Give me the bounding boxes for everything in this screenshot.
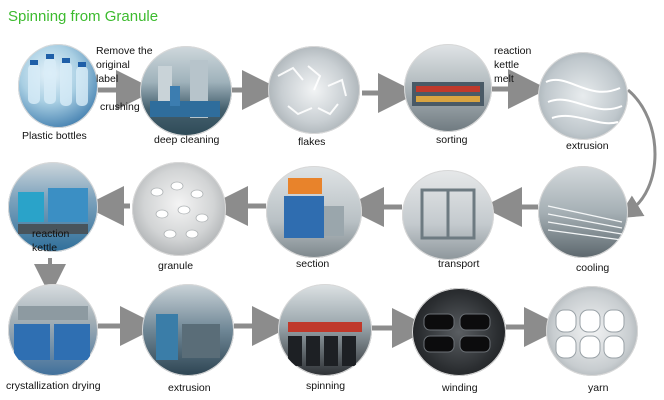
step-label-deep-cleaning: deep cleaning xyxy=(154,134,220,146)
reaction-kettle-photo xyxy=(8,162,98,252)
page-title: Spinning from Granule xyxy=(8,8,159,25)
step-label-yarn: yarn xyxy=(588,382,609,394)
step-label-reaction: reaction xyxy=(32,228,70,240)
note-crushing: crushing xyxy=(100,101,140,113)
step-label-cooling: cooling xyxy=(576,262,610,274)
step-label-flakes: flakes xyxy=(298,136,326,148)
extrusion-fibers-photo xyxy=(538,52,628,140)
step-label-extrusion-1: extrusion xyxy=(566,140,609,152)
extrusion-machine-photo xyxy=(142,284,234,376)
deep-cleaning-photo xyxy=(140,46,232,136)
note-remove-label: Remove the original label xyxy=(96,44,153,86)
note-remove-line2: original xyxy=(96,59,130,71)
note-reaction-line2: kettle xyxy=(494,59,520,71)
note-reaction-line3: melt xyxy=(494,73,514,85)
step-label-extrusion-2: extrusion xyxy=(168,382,211,394)
step-label-crystallization-drying: crystallization drying xyxy=(6,380,101,392)
step-label-granule: granule xyxy=(158,260,194,272)
step-label-transport: transport xyxy=(438,258,480,270)
step-label-winding: winding xyxy=(442,382,478,394)
flakes-photo xyxy=(268,46,360,134)
transport-photo xyxy=(402,170,494,260)
yarn-photo xyxy=(546,286,638,376)
step-label-section: section xyxy=(296,258,330,270)
step-label-sorting: sorting xyxy=(436,134,468,146)
step-label-spinning: spinning xyxy=(306,380,346,392)
step-label-plastic-bottles: Plastic bottles xyxy=(22,130,87,142)
note-reaction-kettle-melt: reaction kettle melt xyxy=(494,44,531,86)
note-remove-line1: Remove the xyxy=(96,45,153,57)
step-label-kettle: kettle xyxy=(32,242,58,254)
note-reaction-line1: reaction xyxy=(494,45,532,57)
spinning-photo xyxy=(278,284,372,376)
granule-photo xyxy=(132,162,226,256)
arrow-extrusion-cooling xyxy=(617,88,657,219)
section-photo xyxy=(266,166,362,258)
cooling-photo xyxy=(538,166,628,258)
crystallization-drying-photo xyxy=(8,284,98,376)
note-remove-line3: label xyxy=(96,73,119,85)
sorting-photo xyxy=(404,44,492,132)
plastic-bottles-photo xyxy=(18,44,98,128)
winding-photo xyxy=(412,288,506,376)
